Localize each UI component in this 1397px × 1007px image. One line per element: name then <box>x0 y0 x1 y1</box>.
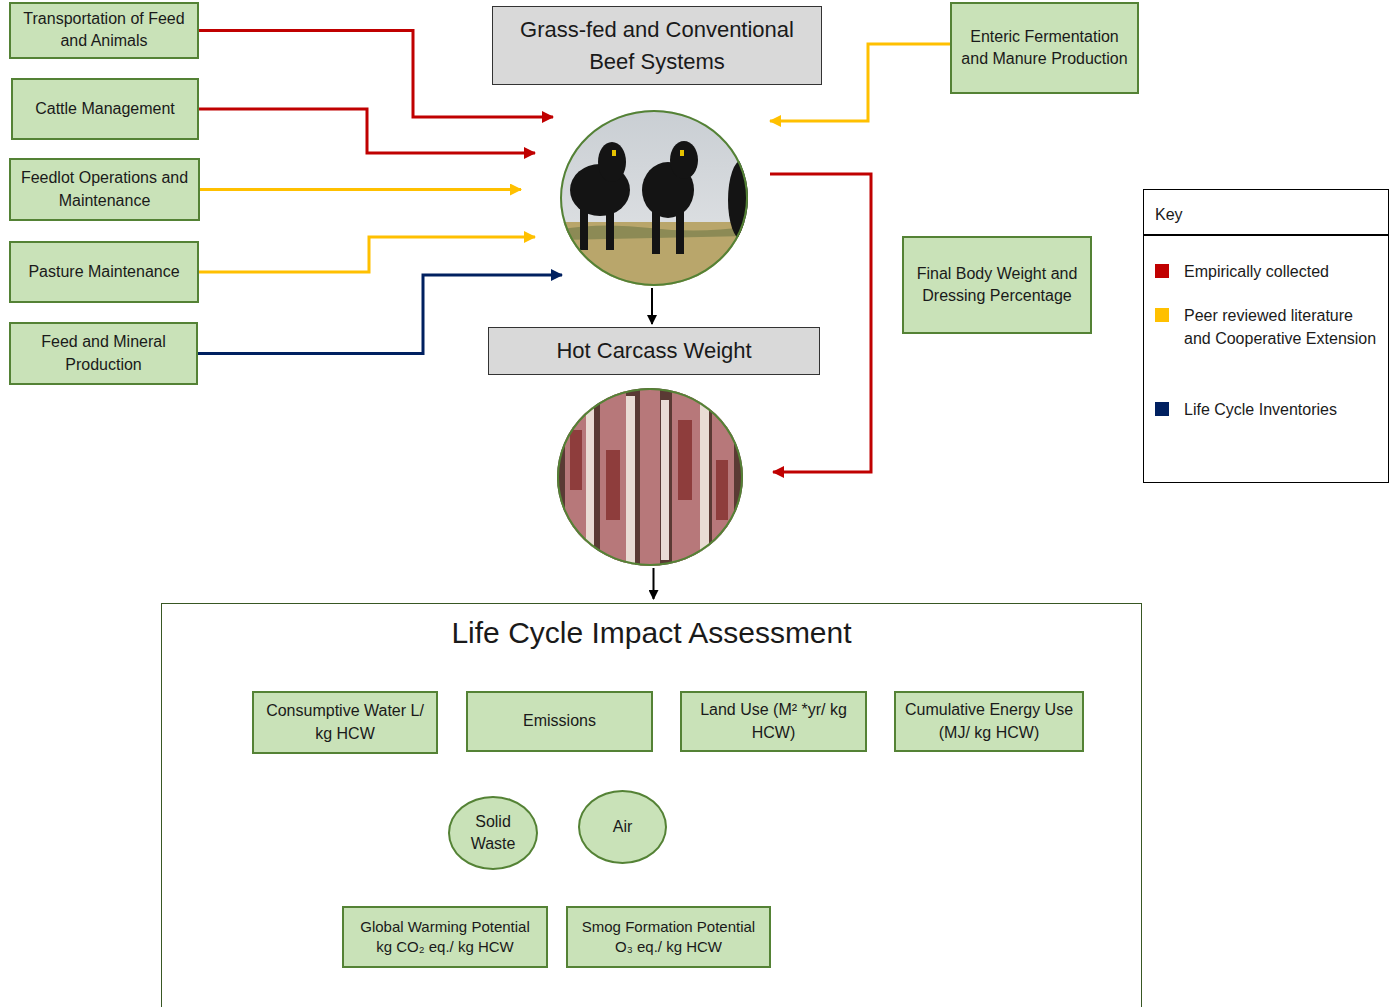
connector <box>653 568 655 599</box>
impact-box: Emissions <box>466 691 653 752</box>
impact-box: Consumptive Water L/ kg HCW <box>252 691 438 754</box>
cattle-photo <box>556 108 756 292</box>
input-box: Feed and Mineral Production <box>9 322 198 385</box>
impact-box: Land Use (M² *yr/ kg HCW) <box>680 691 867 752</box>
node-label: Emissions <box>523 710 596 732</box>
legend-label: Empirically collected <box>1184 260 1380 283</box>
legend-swatch <box>1155 308 1169 322</box>
legend-item: Life Cycle Inventories <box>1155 398 1380 421</box>
connector <box>199 237 535 272</box>
emission-circle: Solid Waste <box>448 796 538 870</box>
legend-swatch <box>1155 264 1169 278</box>
impact-box: Cumulative Energy Use (MJ/ kg HCW) <box>894 691 1084 752</box>
node-label: Solid Waste <box>458 811 528 856</box>
legend-title: Key <box>1155 206 1183 224</box>
node-label: Final Body Weight and Dressing Percentag… <box>912 263 1082 308</box>
carcass-circle: Hot Carcass Weight <box>557 388 743 566</box>
panel-title: Life Cycle Impact Assessment <box>162 616 1141 650</box>
system-heading: Grass-fed and Conventional Beef Systems <box>492 6 822 85</box>
node-label: Feed and Mineral Production <box>19 331 188 376</box>
node-label: Cumulative Energy Use (MJ/ kg HCW) <box>904 699 1074 744</box>
legend-label: Peer reviewed literature and Cooperative… <box>1184 304 1380 350</box>
data-box: Final Body Weight and Dressing Percentag… <box>902 236 1092 334</box>
legend-box: KeyEmpirically collectedPeer reviewed li… <box>1143 189 1389 483</box>
emission-circle: Air <box>578 790 667 864</box>
cattle-circle: Grass-fed and Conventional Beef Systems <box>560 110 748 286</box>
input-box: Cattle Management <box>11 78 199 140</box>
impact-box: Global Warming Potential kg CO₂ eq./ kg … <box>342 906 548 968</box>
input-box: Pasture Maintenance <box>9 241 199 303</box>
input-box: Enteric Fermentation and Manure Producti… <box>950 2 1139 94</box>
connector <box>200 188 521 191</box>
legend-item: Empirically collected <box>1155 260 1380 283</box>
legend-item: Peer reviewed literature and Cooperative… <box>1155 304 1380 350</box>
input-box: Feedlot Operations and Maintenance <box>9 158 200 221</box>
legend-label: Life Cycle Inventories <box>1184 398 1380 421</box>
node-label: Pasture Maintenance <box>28 261 179 283</box>
carcass-photo <box>555 386 747 570</box>
connector <box>199 109 535 153</box>
node-label: Transportation of Feed and Animals <box>19 8 189 53</box>
node-label: Global Warming Potential kg CO₂ eq./ kg … <box>352 917 538 958</box>
node-label: Feedlot Operations and Maintenance <box>19 167 190 212</box>
legend-divider <box>1144 234 1388 236</box>
node-label: Cattle Management <box>35 98 175 120</box>
system-heading: Hot Carcass Weight <box>488 327 820 375</box>
node-label: Air <box>613 816 633 838</box>
legend-swatch <box>1155 402 1169 416</box>
impact-box: Smog Formation Potential O₃ eq./ kg HCW <box>566 906 771 968</box>
node-label: Land Use (M² *yr/ kg HCW) <box>690 699 857 744</box>
node-label: Enteric Fermentation and Manure Producti… <box>960 26 1129 71</box>
node-label: Consumptive Water L/ kg HCW <box>262 700 428 745</box>
connector <box>770 174 871 472</box>
node-label: Smog Formation Potential O₃ eq./ kg HCW <box>576 917 761 958</box>
assessment-panel: Life Cycle Impact AssessmentConsumptive … <box>161 603 1142 1007</box>
connector <box>651 288 653 324</box>
input-box: Transportation of Feed and Animals <box>9 2 199 59</box>
